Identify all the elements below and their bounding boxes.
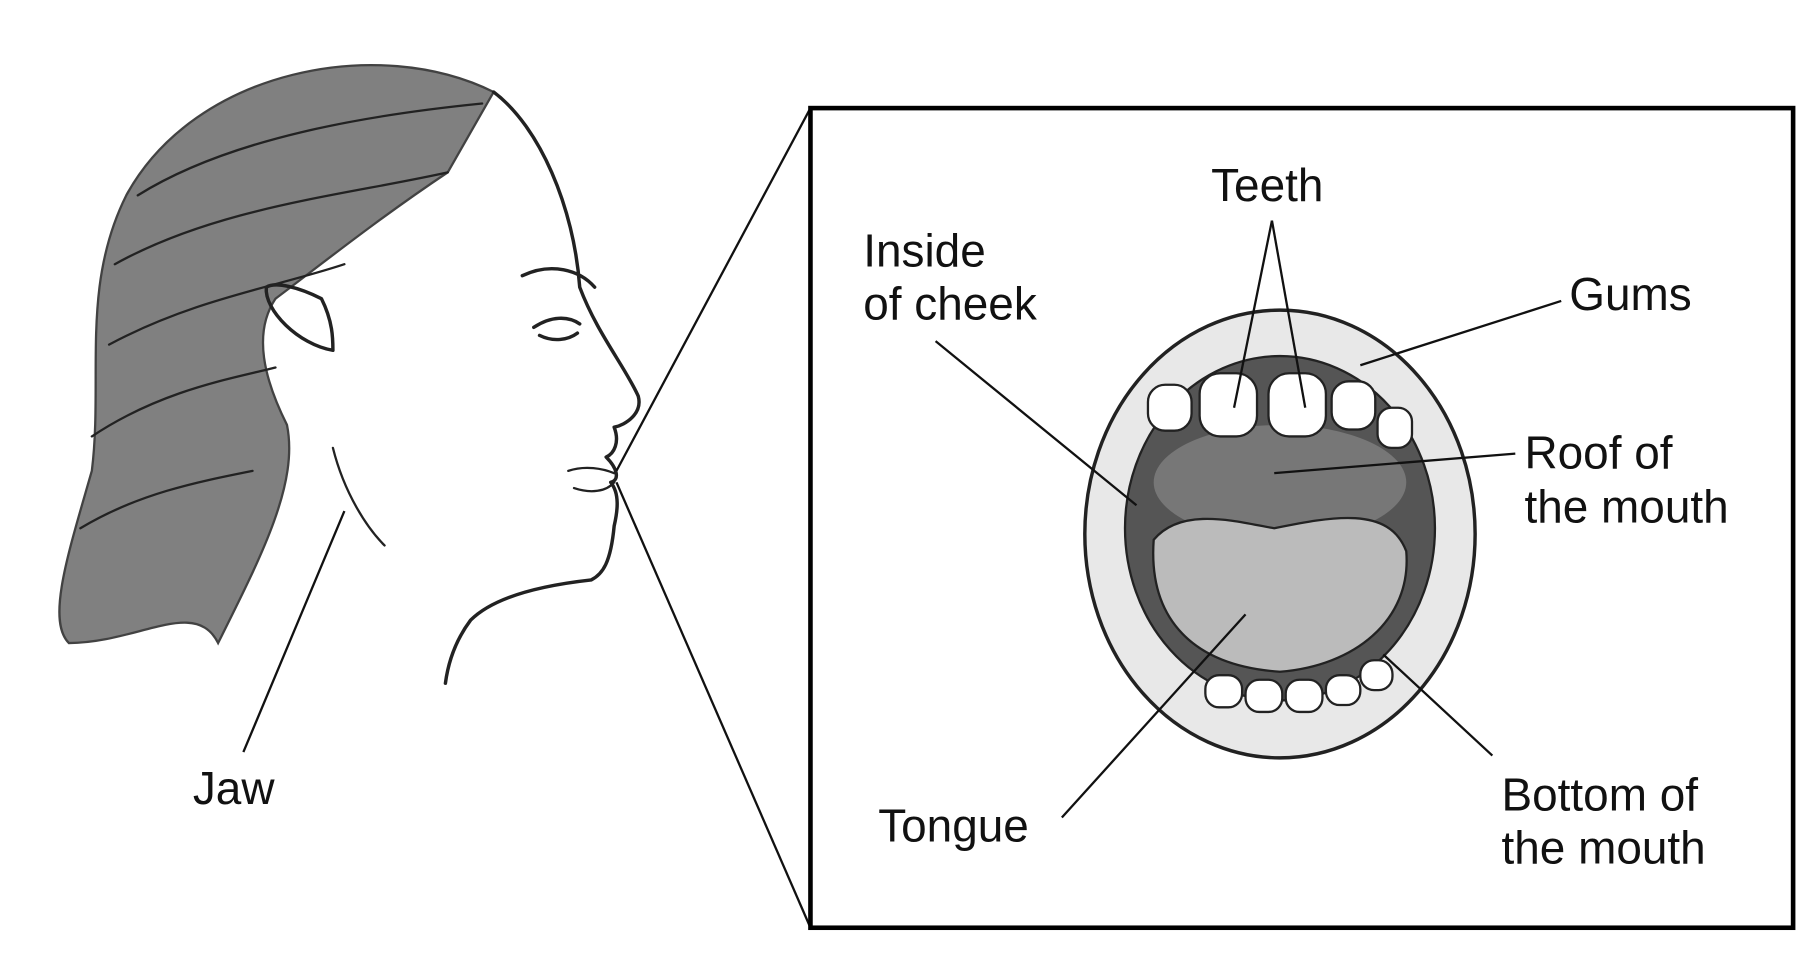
label-roof-line2: the mouth xyxy=(1524,481,1728,533)
neck-jaw-line xyxy=(331,446,386,547)
leader-gums xyxy=(1359,299,1562,367)
tongue-shape xyxy=(1152,516,1408,673)
leader-roof xyxy=(1274,452,1516,475)
leader-bottom xyxy=(1382,653,1494,757)
label-jaw: Jaw xyxy=(193,762,275,814)
leader-teeth-right xyxy=(1270,220,1307,408)
lips xyxy=(567,466,616,493)
upper-teeth xyxy=(1146,372,1414,450)
label-tongue: Tongue xyxy=(878,800,1029,852)
leader-teeth-left xyxy=(1232,220,1274,408)
label-bottom-line1: Bottom of xyxy=(1502,769,1699,821)
head-profile-illustration xyxy=(58,63,641,685)
label-bottom-line2: the mouth xyxy=(1502,821,1706,873)
label-inside-cheek-line1: Inside xyxy=(863,225,986,277)
zoom-line-bottom xyxy=(615,481,812,929)
label-inside-cheek-line2: of cheek xyxy=(863,277,1038,329)
ear xyxy=(264,283,335,353)
label-gums: Gums xyxy=(1569,268,1691,320)
eye xyxy=(532,316,582,342)
label-roof-line1: Roof of xyxy=(1524,427,1672,479)
hair xyxy=(58,63,496,646)
leader-jaw xyxy=(242,510,346,753)
open-mouth-illustration xyxy=(1083,308,1477,760)
leader-tongue xyxy=(1061,613,1247,819)
face-outline xyxy=(443,90,641,685)
roof-of-mouth xyxy=(1153,424,1407,540)
zoom-line-top xyxy=(615,107,812,472)
label-teeth: Teeth xyxy=(1211,159,1323,211)
eyebrow xyxy=(520,267,597,289)
leader-inside-cheek xyxy=(934,340,1138,507)
lower-teeth xyxy=(1204,659,1394,714)
